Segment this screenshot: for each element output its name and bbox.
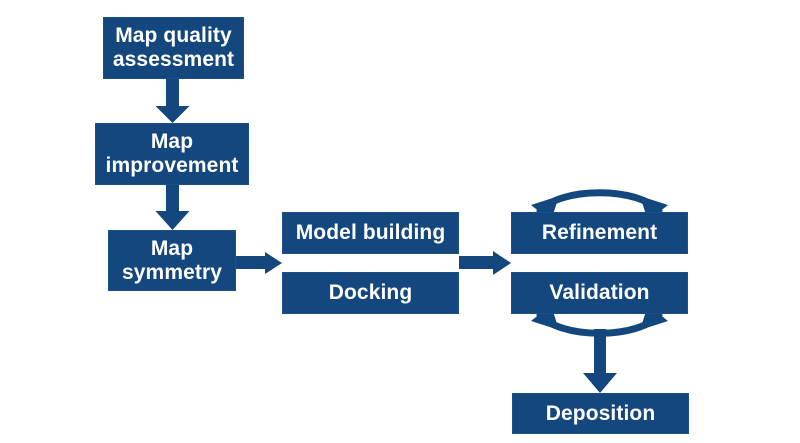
arrow-map-symmetry-to-model-group (236, 252, 282, 274)
node-docking[interactable]: Docking (282, 272, 459, 314)
node-label: Map symmetry (121, 236, 223, 284)
node-map-improvement[interactable]: Map improvement (95, 123, 249, 185)
arrow-map-quality-to-map-improvement (155, 79, 190, 123)
node-refinement[interactable]: Refinement (511, 212, 688, 254)
node-validation[interactable]: Validation (511, 272, 688, 314)
node-deposition[interactable]: Deposition (512, 393, 689, 434)
arrow-map-improvement-to-map-symmetry (155, 185, 190, 230)
node-label: Map improvement (105, 130, 239, 177)
node-label: Docking (328, 281, 413, 305)
node-label: Validation (549, 281, 650, 305)
node-map-symmetry[interactable]: Map symmetry (108, 230, 236, 291)
node-label: Model building (295, 221, 446, 245)
node-label: Refinement (541, 221, 658, 245)
node-model-building[interactable]: Model building (282, 212, 459, 254)
node-label: Map quality assessment (112, 24, 235, 71)
node-map-quality-assessment[interactable]: Map quality assessment (103, 17, 244, 79)
node-label: Deposition (545, 401, 656, 425)
arrow-model-group-to-refinement-cycle (459, 251, 511, 275)
arrow-cycle-to-deposition (583, 329, 617, 393)
